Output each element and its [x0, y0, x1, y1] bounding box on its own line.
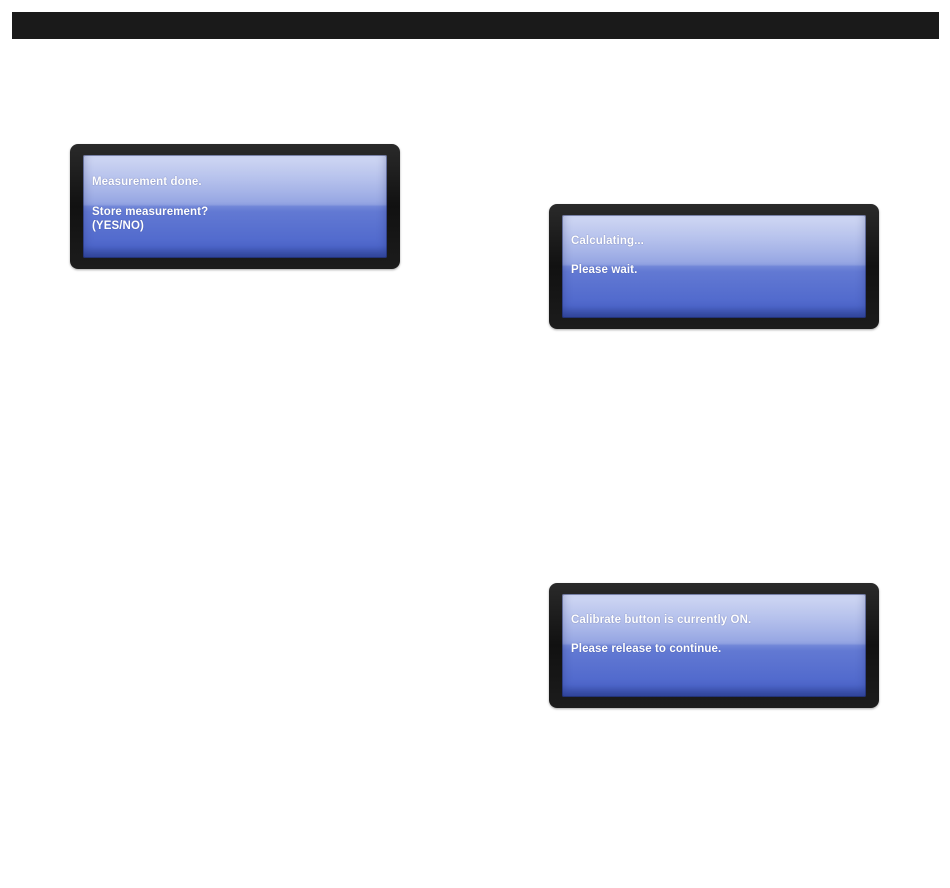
- display-panel: Measurement done. Store measurement? (YE…: [83, 155, 387, 258]
- top-header-bar: [12, 12, 939, 39]
- store-measurement-prompt: Store measurement?: [92, 205, 208, 219]
- please-wait-text: Please wait.: [571, 263, 637, 277]
- measurement-done-text: Measurement done.: [92, 175, 202, 189]
- release-to-continue-text: Please release to continue.: [571, 642, 721, 656]
- store-measurement-display: Measurement done. Store measurement? (YE…: [70, 144, 400, 269]
- calibrate-on-text: Calibrate button is currently ON.: [571, 613, 751, 627]
- yes-no-options: (YES/NO): [92, 219, 144, 233]
- display-panel: Calibrate button is currently ON. Please…: [562, 594, 866, 697]
- calculating-text: Calculating...: [571, 234, 644, 248]
- calibrate-warning-display: Calibrate button is currently ON. Please…: [549, 583, 879, 708]
- calculating-display: Calculating... Please wait.: [549, 204, 879, 329]
- display-panel: Calculating... Please wait.: [562, 215, 866, 318]
